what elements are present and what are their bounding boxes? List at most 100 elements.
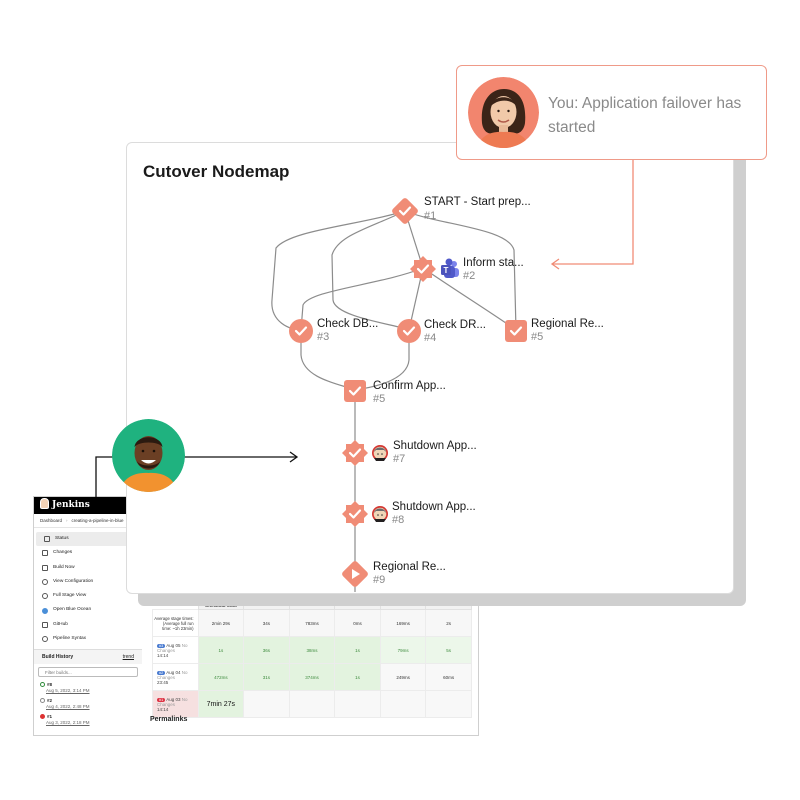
node-4-number: #4 (424, 332, 437, 344)
sidebar-item-build-now[interactable]: Build Now (34, 561, 142, 575)
node-8-label[interactable]: Shutdown App... (392, 501, 476, 513)
build-tag: #2 (157, 670, 166, 675)
jenkins-logo-text[interactable]: Jenkins (52, 500, 90, 510)
build-row-note: No Changes (157, 669, 188, 680)
node-7-label[interactable]: Shutdown App... (393, 440, 477, 452)
sidebar-item-label: Status (55, 536, 69, 541)
sidebar-item-github[interactable]: GitHub (34, 618, 142, 632)
sidebar-item-full-stage-view[interactable]: Full Stage View (34, 589, 142, 603)
stage-cell[interactable] (379, 690, 427, 718)
node-6-icon[interactable] (344, 380, 366, 402)
avg-time: 2s (425, 609, 472, 637)
sidebar-item-label: View Configuration (53, 578, 94, 584)
sidebar-item-blue-ocean[interactable]: Open Blue Ocean (34, 603, 142, 617)
node-5-number: #5 (531, 331, 544, 343)
build-row-time: 14:14 (157, 706, 169, 712)
build-row-date: Aug 03 (166, 696, 181, 702)
node-4-label[interactable]: Check DR... (424, 319, 486, 331)
avg-time: 34s (243, 609, 290, 637)
sidebar-item-view-configuration[interactable]: View Configuration (34, 575, 142, 589)
build-tag: #1 (157, 697, 166, 702)
node-9-icon[interactable] (341, 560, 369, 588)
node-6-label[interactable]: Confirm App... (373, 380, 446, 392)
node-3-icon[interactable] (289, 319, 313, 343)
node-6-number: #5 (373, 393, 386, 405)
node-8-number: #8 (392, 514, 405, 526)
node-1-label[interactable]: START - Start prep... (424, 196, 531, 208)
play-icon (42, 564, 48, 571)
node-3-label[interactable]: Check DB... (317, 318, 379, 330)
node-2-icon[interactable] (410, 256, 436, 282)
node-1-icon[interactable] (391, 197, 419, 225)
stage-cell[interactable] (288, 690, 336, 718)
svg-text:T: T (444, 266, 449, 275)
edge (404, 210, 517, 331)
operator-connector (95, 451, 299, 497)
edge (300, 267, 424, 331)
microsoft-teams-icon: T (441, 258, 459, 278)
success-icon (40, 682, 45, 687)
build-number: #2 (47, 698, 53, 703)
sidebar-item-changes[interactable]: Changes (34, 546, 142, 560)
node-7-number: #7 (393, 453, 406, 465)
blue-ocean-icon (42, 607, 48, 614)
node-3-number: #3 (317, 331, 330, 343)
stage-cell[interactable]: 7min 27s (197, 690, 245, 718)
stage-view-table: Declarative: Checkout SCM Build Test Tes… (152, 595, 472, 718)
average-label: Average stage times:(Average full run ti… (152, 609, 199, 637)
build-number: #1 (47, 714, 53, 719)
build-history-header: Build History trend (34, 650, 142, 664)
stage-cell[interactable]: 1s (334, 636, 381, 664)
breadcrumb-dashboard[interactable]: Dashboard (40, 518, 63, 523)
code-icon (42, 550, 48, 557)
sidebar-item-label: Build Now (53, 564, 75, 570)
stage-cell[interactable] (243, 690, 290, 718)
sidebar-item-label: GitHub (53, 621, 68, 627)
node-7-icon[interactable] (342, 440, 368, 466)
sidebar-item-pipeline-syntax[interactable]: Pipeline Syntax (34, 632, 142, 646)
build-date[interactable]: Aug 4, 2022, 2:48 PM (46, 704, 90, 709)
stage-cell[interactable]: 5s (425, 636, 472, 664)
breadcrumb-pipeline[interactable]: creating-a-pipeline-in-blue (71, 518, 124, 523)
filter-builds-input[interactable]: Filter builds... (38, 667, 138, 677)
woman-avatar (468, 77, 539, 148)
node-9-number: #9 (373, 574, 386, 586)
stage-cell[interactable] (334, 690, 381, 718)
node-8-icon[interactable] (342, 501, 368, 527)
build-date[interactable]: Aug 5, 2022, 3:14 PM (46, 688, 90, 693)
page-title: Cutover Nodemap (143, 162, 290, 181)
build-date[interactable]: Aug 3, 2022, 2:18 PM (46, 720, 90, 725)
jenkins-icon (372, 445, 388, 461)
build-tag: #3 (157, 643, 166, 648)
node-9-label[interactable]: Regional Re... (373, 561, 446, 573)
help-icon (42, 636, 48, 643)
trend-link[interactable]: trend (122, 654, 134, 660)
notification-text: You: Application failover has started (548, 95, 742, 136)
sidebar-item-label: Pipeline Syntax (53, 636, 87, 642)
build-row-date: Aug 04 (166, 669, 181, 675)
stage-cell[interactable] (425, 690, 472, 718)
stage-cell[interactable]: 1s (197, 636, 245, 664)
avg-time: 169ms (379, 609, 427, 637)
build-row-date: Aug 05 (166, 642, 181, 648)
stage-cell[interactable]: 79ms (379, 636, 427, 664)
sidebar-item-status[interactable]: Status (36, 532, 140, 547)
node-4-icon[interactable] (397, 319, 421, 343)
node-5-icon[interactable] (505, 320, 527, 342)
build-row-note: No Changes (157, 696, 188, 707)
stage-cell[interactable]: 38ms (288, 636, 336, 664)
stage-view: Declarative: Checkout SCM Build Test Tes… (152, 595, 472, 718)
node-2-label[interactable]: Inform sta... (463, 257, 524, 269)
sidebar-item-label: Full Stage View (53, 593, 87, 599)
node-5-label[interactable]: Regional Re... (531, 318, 604, 330)
